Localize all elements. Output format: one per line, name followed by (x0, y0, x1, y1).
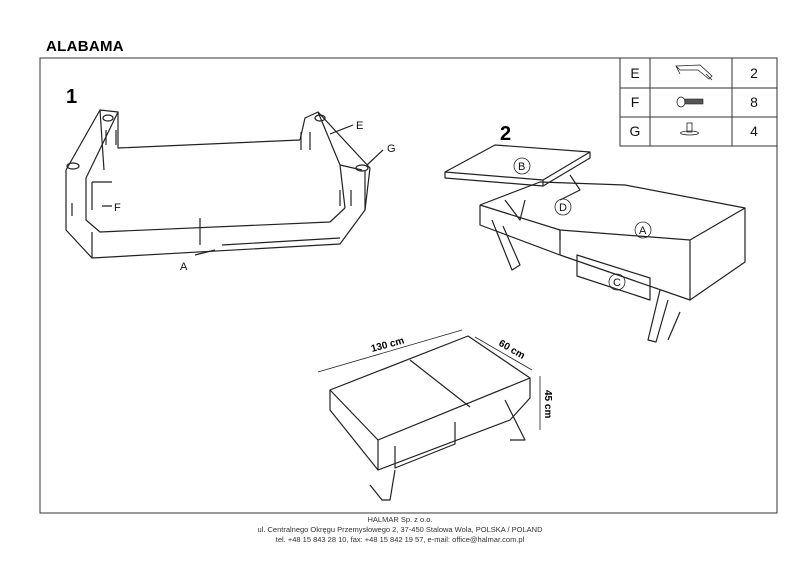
part-letter: F (631, 94, 640, 110)
part-letter: G (630, 123, 641, 139)
part-qty: 2 (750, 65, 758, 81)
label-C: C (613, 277, 621, 289)
part-qty: 4 (750, 123, 758, 139)
page-frame (39, 57, 778, 514)
parts-table: E 2 F 8 G 4 (619, 57, 778, 147)
label-A: A (639, 225, 647, 237)
bracket-icon (675, 64, 713, 81)
footer-company: HALMAR Sp. z o.o. (367, 515, 433, 524)
label-A: A (180, 261, 188, 273)
product-title: ALABAMA (46, 38, 124, 55)
footer: HALMAR Sp. z o.o. ul. Centralnego Okręgu… (0, 515, 800, 545)
callout-C (608, 273, 626, 291)
foot-glide-icon (680, 122, 699, 136)
screw-icon (676, 96, 704, 108)
part-letter: E (630, 65, 639, 81)
step-number: 1 (66, 86, 77, 108)
label-F: F (114, 202, 121, 214)
dimension-lines (317, 329, 541, 430)
dimension-height: 45 cm (542, 390, 553, 418)
callout-B (513, 157, 531, 175)
callout-D (554, 198, 572, 216)
label-D: D (559, 202, 567, 214)
footer-address: ul. Centralnego Okręgu Przemysłowego 2, … (257, 525, 543, 534)
step-number: 2 (500, 123, 511, 145)
step1-drawing (65, 109, 384, 259)
dimension-drawing (329, 335, 531, 501)
label-G: G (387, 143, 396, 155)
label-B: B (518, 161, 525, 173)
label-E: E (356, 120, 363, 132)
step2-drawing (444, 144, 746, 343)
footer-contact: tel. +48 15 843 28 10, fax: +48 15 842 1… (275, 535, 525, 544)
part-qty: 8 (750, 94, 758, 110)
callout-A (634, 221, 652, 239)
